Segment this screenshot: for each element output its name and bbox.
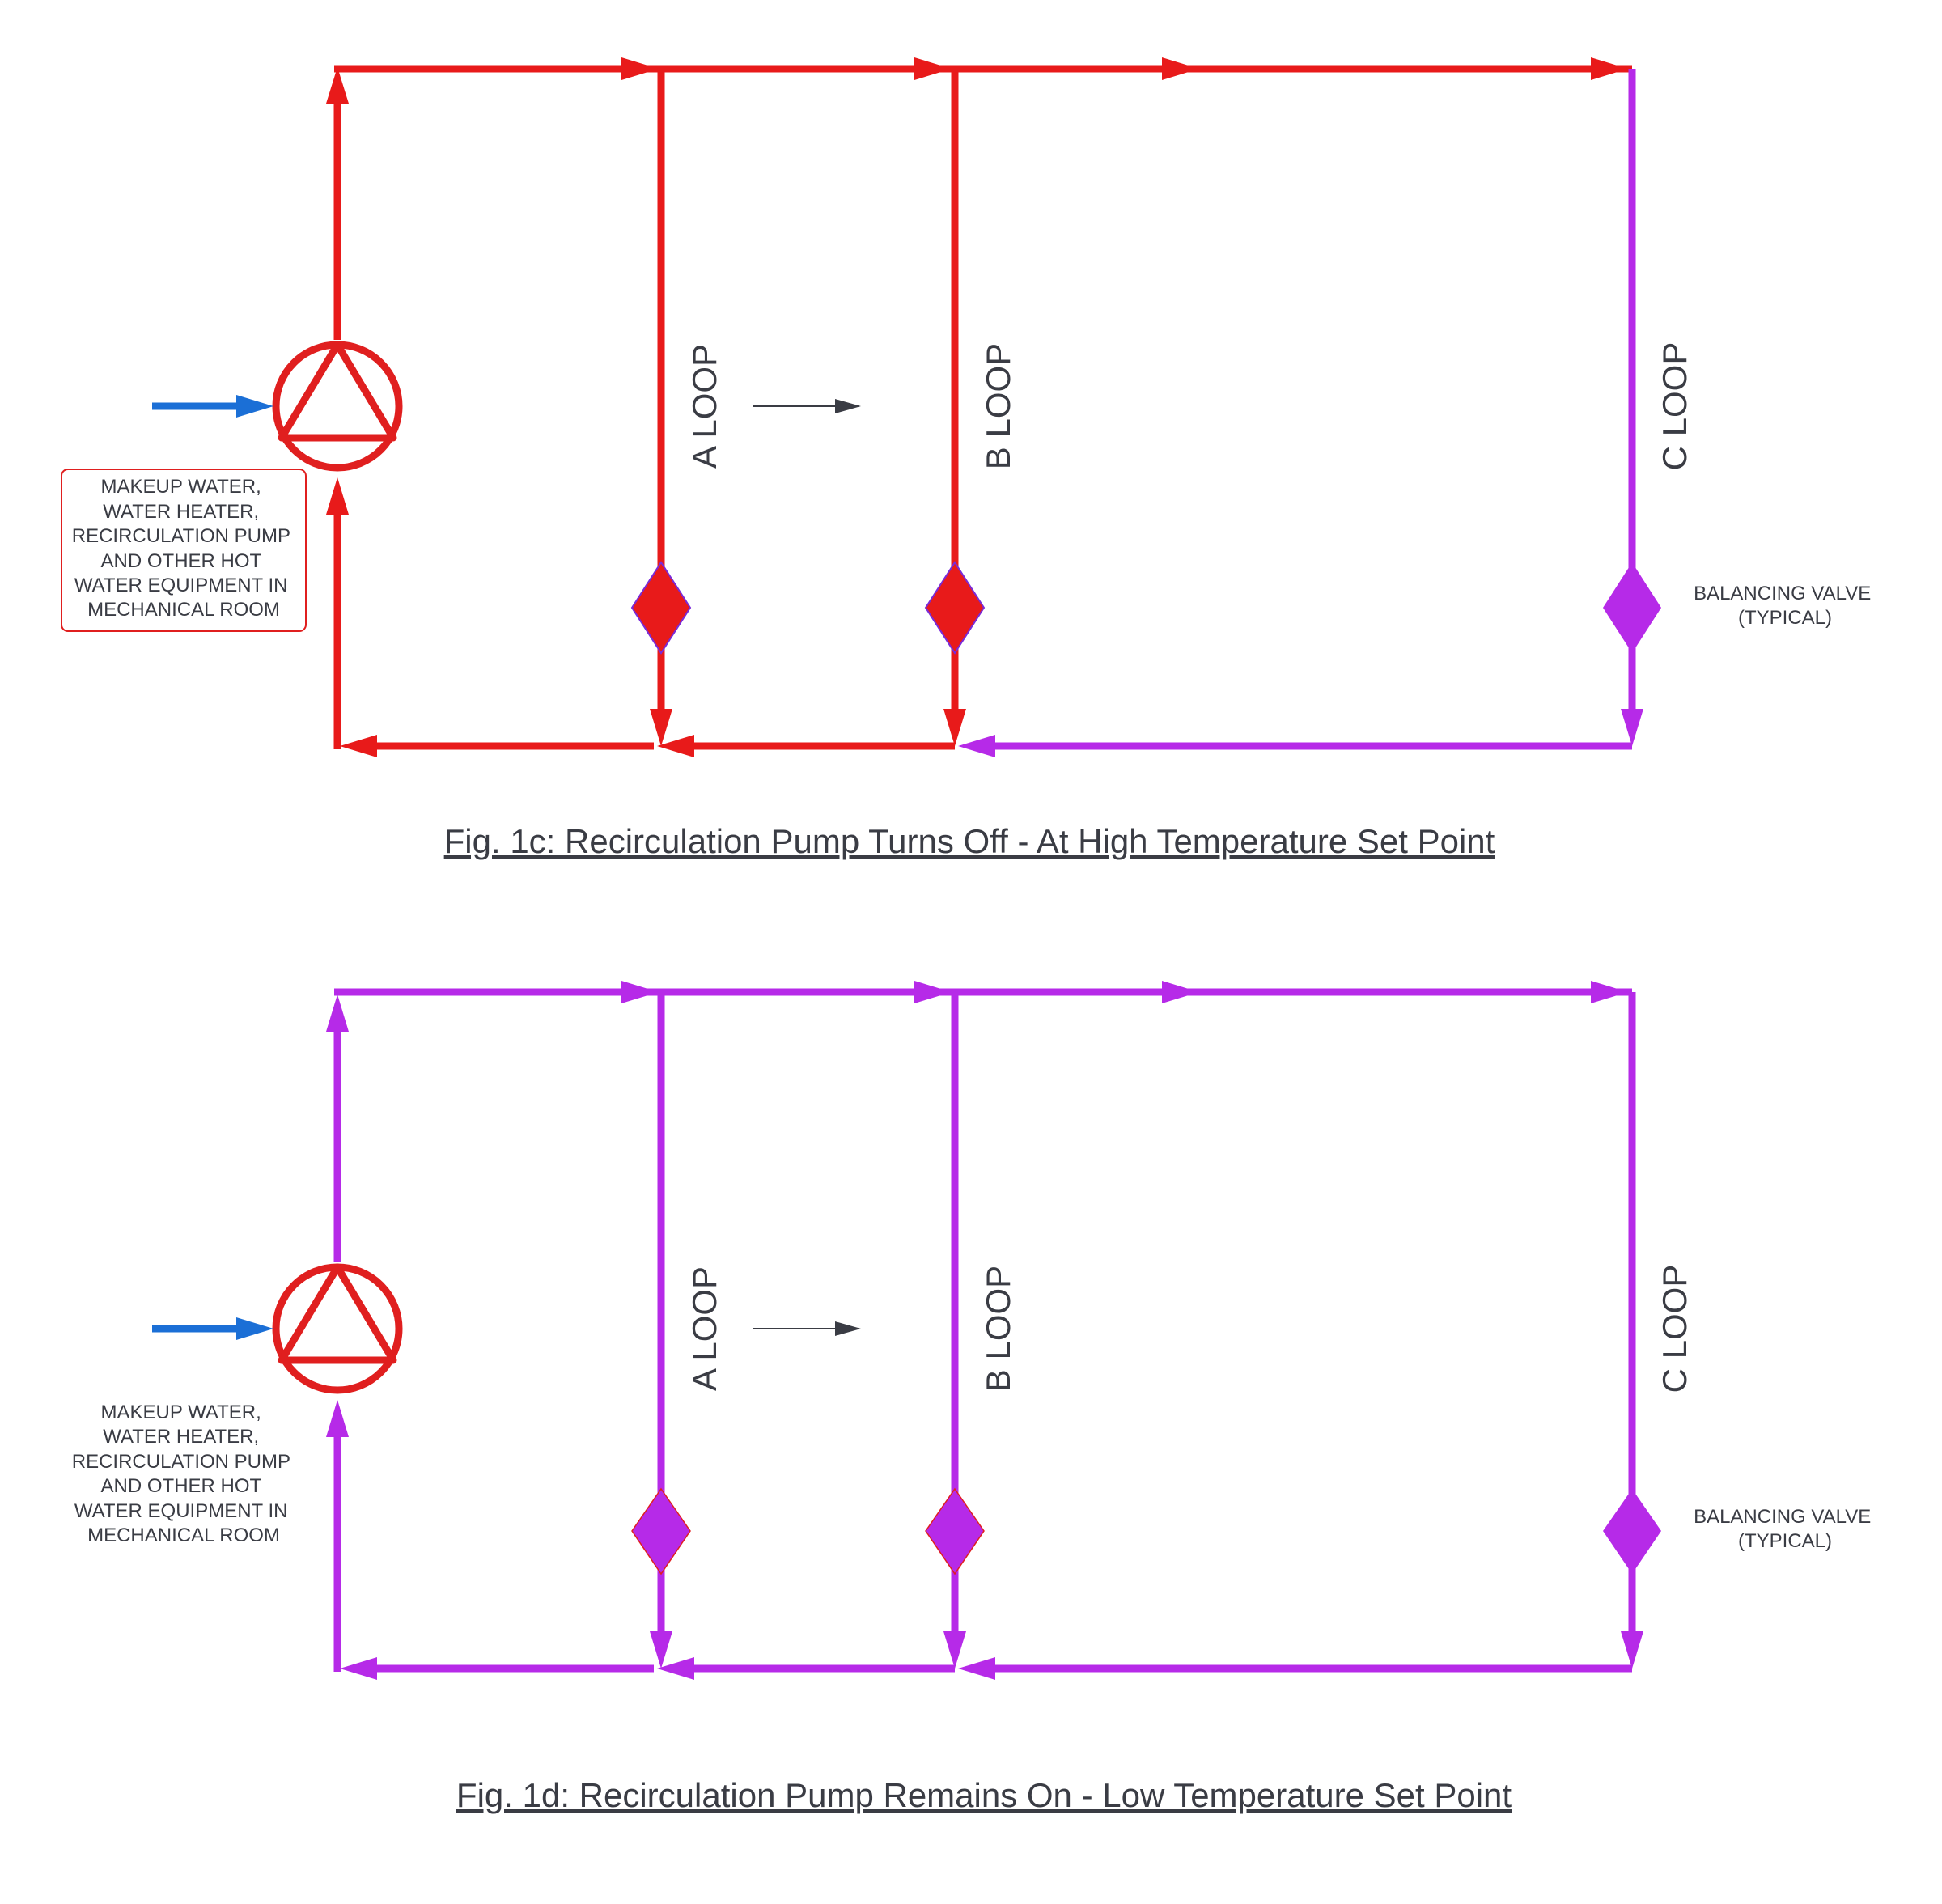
loop-b-label: B LOOP xyxy=(979,1266,1017,1392)
pump-symbol xyxy=(272,1263,403,1394)
note-line-4: AND OTHER HOT xyxy=(101,1475,262,1497)
makeup-water-inlet-arrow xyxy=(152,395,273,418)
pipe-return-to-pump xyxy=(326,477,654,757)
pipe-supply-main xyxy=(334,981,1632,1003)
valve-label-line-2: (TYPICAL) xyxy=(1738,607,1832,629)
valve-label-line-2: (TYPICAL) xyxy=(1738,1530,1832,1552)
valve-label-line-1: BALANCING VALVE xyxy=(1694,583,1871,604)
balancing-valve-c xyxy=(1603,1489,1661,1574)
pipe-return-b-to-c xyxy=(958,735,1632,757)
note-line-2: WATER HEATER, xyxy=(103,501,259,523)
note-line-3: RECIRCULATION PUMP xyxy=(72,525,290,547)
loop-c-label: C LOOP xyxy=(1656,1265,1694,1393)
loop-b-label: B LOOP xyxy=(979,343,1017,469)
note-line-1: MAKEUP WATER, xyxy=(101,1401,261,1423)
note-line-4: AND OTHER HOT xyxy=(101,550,262,572)
note-line-5: WATER EQUIPMENT IN xyxy=(74,1500,288,1522)
balancing-valve-label: BALANCING VALVE (TYPICAL) xyxy=(1694,1506,1876,1552)
figure-caption: Fig. 1d: Recirculation Pump Remains On -… xyxy=(456,1776,1512,1814)
balancing-valve-label: BALANCING VALVE (TYPICAL) xyxy=(1694,583,1876,629)
balancing-valve-b xyxy=(925,1487,985,1575)
pipe-supply-riser xyxy=(326,994,349,1262)
pipe-return-to-pump xyxy=(326,1400,654,1680)
pipe-return-a-to-b xyxy=(657,1657,955,1680)
pipe-return-a-to-b xyxy=(657,735,955,757)
pipe-supply-main xyxy=(334,57,1632,80)
flow-direction-arrow xyxy=(753,399,861,413)
note-line-6: MECHANICAL ROOM xyxy=(87,599,280,621)
loop-a-label: A LOOP xyxy=(685,1266,723,1391)
note-line-6: MECHANICAL ROOM xyxy=(87,1524,280,1546)
loop-a-label: A LOOP xyxy=(685,344,723,469)
valve-label-line-1: BALANCING VALVE xyxy=(1694,1506,1871,1528)
pipe-supply-riser xyxy=(326,67,349,340)
loop-c-label: C LOOP xyxy=(1656,342,1694,471)
balancing-valve-c xyxy=(1603,562,1661,653)
figure-1c: MAKEUP WATER, WATER HEATER, RECIRCULATIO… xyxy=(61,57,1876,860)
figure-caption: Fig. 1c: Recirculation Pump Turns Off - … xyxy=(444,822,1495,860)
balancing-valve-b xyxy=(924,561,986,655)
recirculation-pump xyxy=(272,341,403,472)
mechanical-room-note: MAKEUP WATER, WATER HEATER, RECIRCULATIO… xyxy=(72,1401,295,1546)
note-line-5: WATER EQUIPMENT IN xyxy=(74,575,288,596)
note-line-3: RECIRCULATION PUMP xyxy=(72,1451,290,1473)
pipe-return-b-to-c xyxy=(958,1657,1632,1680)
balancing-valve-a xyxy=(631,1487,691,1575)
balancing-valve-a xyxy=(630,561,692,655)
figure-1d: MAKEUP WATER, WATER HEATER, RECIRCULATIO… xyxy=(72,981,1876,1814)
pump-triangle xyxy=(278,1263,397,1364)
mechanical-room-note: MAKEUP WATER, WATER HEATER, RECIRCULATIO… xyxy=(72,476,295,621)
flow-direction-arrow xyxy=(753,1321,861,1336)
mechanical-room-note-box xyxy=(61,469,307,632)
makeup-water-inlet-arrow xyxy=(152,1317,273,1340)
pump-triangle xyxy=(278,341,397,442)
note-line-1: MAKEUP WATER, xyxy=(101,476,261,498)
recirculation-pump xyxy=(272,1263,403,1394)
pump-symbol xyxy=(272,341,403,472)
note-line-2: WATER HEATER, xyxy=(103,1426,259,1448)
